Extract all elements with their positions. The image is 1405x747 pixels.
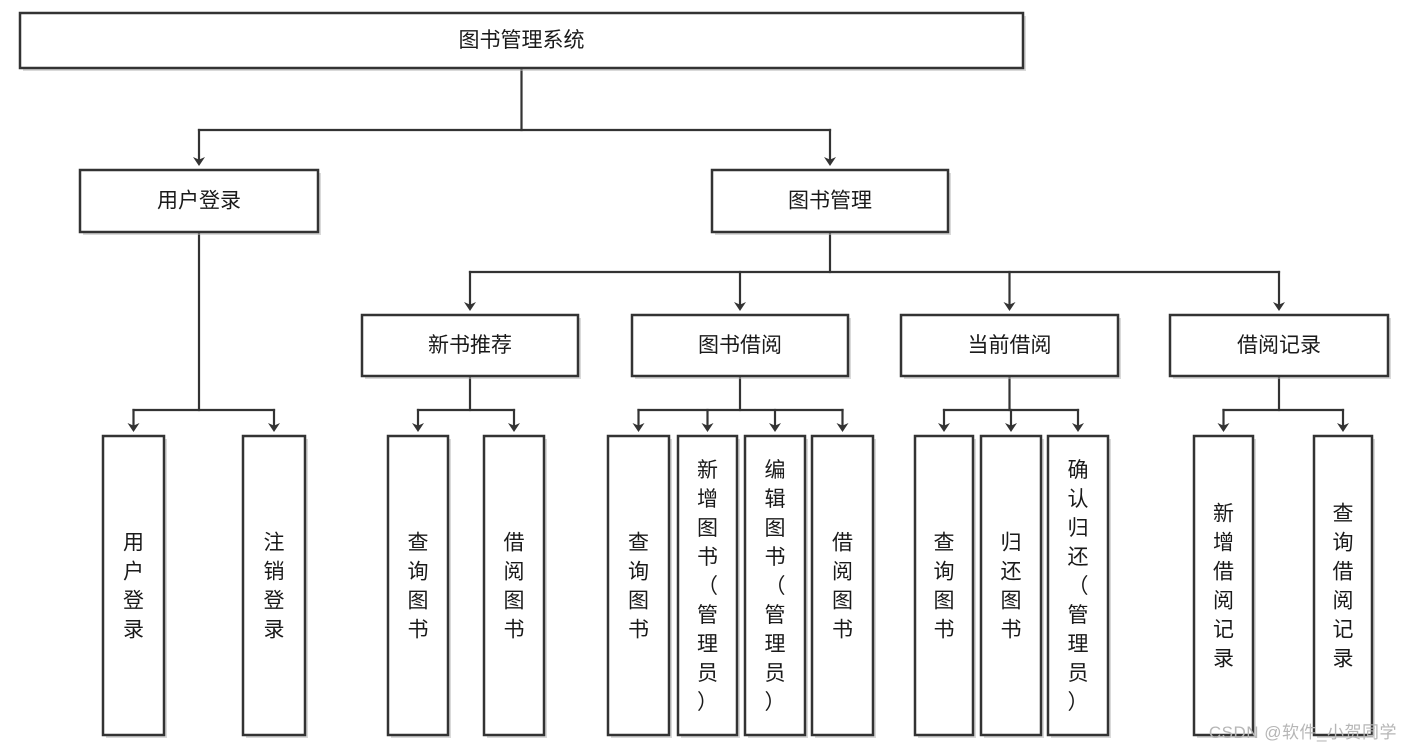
node-leaf-query-book-cur[interactable]: 查询图书 [913, 434, 976, 738]
node-leaf-query-book-rec[interactable]: 查询图书 [386, 434, 451, 738]
node-label: 注销登录 [264, 532, 285, 642]
node-book-manage[interactable]: 图书管理 [710, 168, 951, 235]
node-box[interactable] [1046, 434, 1110, 737]
node-label: 新增借阅记录 [1213, 503, 1234, 671]
node-label: 图书管理 [788, 190, 872, 213]
node-box[interactable] [18, 11, 1025, 70]
node-box[interactable] [899, 313, 1120, 378]
connector-edges [127, 66, 1349, 432]
node-label: 查询图书 [628, 532, 649, 642]
node-label: 用户登录 [157, 190, 241, 213]
node-leaf-add-record[interactable]: 新增借阅记录 [1192, 434, 1256, 738]
node-box[interactable] [630, 313, 850, 378]
node-box[interactable] [913, 434, 975, 737]
node-box[interactable] [710, 168, 950, 234]
node-leaf-return-book[interactable]: 归还图书 [979, 434, 1044, 738]
node-label: 查询图书 [408, 532, 429, 642]
node-leaf-borrow-book[interactable]: 借阅图书 [810, 434, 876, 738]
node-borrow-record[interactable]: 借阅记录 [1168, 313, 1391, 379]
node-label: 归还图书 [1001, 532, 1022, 642]
node-label: 图书管理系统 [459, 29, 585, 52]
node-label: 当前借阅 [968, 334, 1052, 357]
node-user-login[interactable]: 用户登录 [78, 168, 321, 235]
node-box[interactable] [482, 434, 546, 737]
node-box[interactable] [1192, 434, 1255, 737]
node-box[interactable] [606, 434, 671, 737]
node-label: 借阅图书 [504, 532, 525, 642]
node-box[interactable] [360, 313, 580, 378]
node-label: 借阅图书 [832, 532, 853, 642]
node-label: 查询借阅记录 [1333, 503, 1354, 671]
node-box[interactable] [78, 168, 320, 234]
node-label: 确认归还（管理员） [1068, 459, 1089, 714]
node-label: 图书借阅 [698, 334, 782, 357]
node-label: 用户登录 [123, 532, 144, 642]
node-box[interactable] [1168, 313, 1390, 378]
node-box[interactable] [1312, 434, 1374, 737]
node-box[interactable] [810, 434, 875, 737]
node-leaf-user-login[interactable]: 用户登录 [101, 434, 167, 738]
node-new-book-recommend[interactable]: 新书推荐 [360, 313, 581, 379]
node-leaf-edit-book[interactable]: 编辑图书（管理员） [743, 434, 808, 738]
node-box[interactable] [743, 434, 807, 737]
node-leaf-query-record[interactable]: 查询借阅记录 [1312, 434, 1375, 738]
node-leaf-borrow-book-rec[interactable]: 借阅图书 [482, 434, 547, 738]
node-root[interactable]: 图书管理系统 [18, 11, 1026, 71]
node-box[interactable] [979, 434, 1043, 737]
node-label: 查询图书 [934, 532, 955, 642]
node-box[interactable] [101, 434, 166, 737]
node-box[interactable] [386, 434, 450, 737]
node-box[interactable] [676, 434, 739, 737]
node-label: 编辑图书（管理员） [765, 459, 786, 714]
node-book-borrow[interactable]: 图书借阅 [630, 313, 851, 379]
diagram-nodes: 图书管理系统用户登录图书管理新书推荐图书借阅当前借阅借阅记录用户登录注销登录查询… [18, 11, 1391, 738]
node-leaf-logout[interactable]: 注销登录 [241, 434, 308, 738]
node-leaf-add-book[interactable]: 新增图书（管理员） [676, 434, 740, 738]
node-label: 新书推荐 [428, 334, 512, 357]
node-leaf-confirm-return[interactable]: 确认归还（管理员） [1046, 434, 1111, 738]
csdn-watermark: CSDN @软件_小贺同学 [1208, 723, 1397, 742]
node-label: 新增图书（管理员） [697, 459, 718, 714]
node-label: 借阅记录 [1237, 334, 1321, 357]
node-box[interactable] [241, 434, 307, 737]
node-leaf-query-book-borrow[interactable]: 查询图书 [606, 434, 672, 738]
node-current-borrow[interactable]: 当前借阅 [899, 313, 1121, 379]
